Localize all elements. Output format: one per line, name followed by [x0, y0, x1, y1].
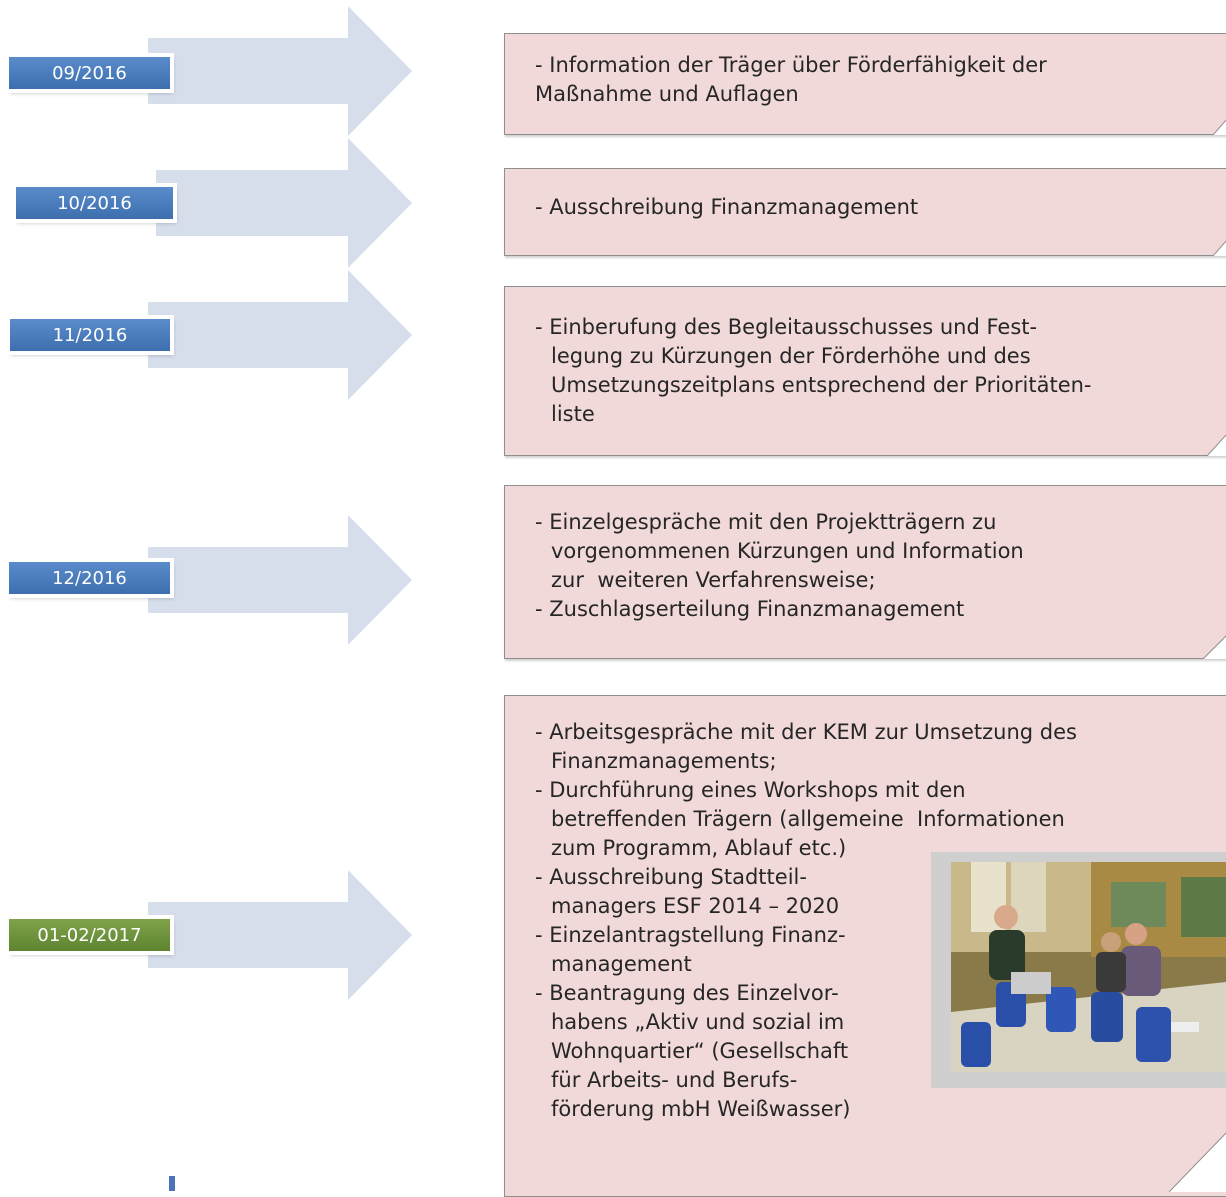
note-line: management	[551, 952, 692, 976]
note-line: förderung mbH Weißwasser)	[551, 1097, 851, 1121]
note-line: zur weiteren Verfahrensweise;	[551, 568, 876, 592]
note-line: Wohnquartier“ (Gesellschaft	[551, 1039, 849, 1063]
note-line: legung zu Kürzungen der Förderhöhe und d…	[551, 344, 1031, 368]
note-line: vorgenommenen Kürzungen und Information	[551, 539, 1024, 563]
note-text-3: - Einberufung des Begleitausschusses und…	[535, 313, 1206, 429]
arrow-4	[148, 515, 412, 645]
note-text-4: - Einzelgespräche mit den Projektträgern…	[535, 508, 1206, 624]
page-fold	[1213, 240, 1226, 256]
note-card-4: - Einzelgespräche mit den Projektträgern…	[504, 485, 1226, 659]
note-line: - Ausschreibung Stadtteil-	[535, 865, 807, 889]
note-line: für Arbeits- und Berufs-	[551, 1068, 798, 1092]
note-line: betreffenden Trägern (allgemeine Informa…	[551, 807, 1065, 831]
note-line: - Arbeitsgespräche mit der KEM zur Umset…	[535, 720, 1077, 744]
note-line: liste	[551, 402, 595, 426]
date-badge-4: 12/2016	[8, 561, 171, 595]
text-cursor-bar	[169, 1176, 175, 1191]
note-text-1: - Information der Träger über Förderfähi…	[535, 51, 1206, 109]
note-text-2: - Ausschreibung Finanzmanagement	[535, 193, 1206, 222]
note-text-5: - Arbeitsgespräche mit der KEM zur Umset…	[535, 718, 1206, 1124]
page-fold	[1213, 119, 1226, 135]
note-line: - Zuschlagserteilung Finanzmanagement	[535, 597, 965, 621]
note-line: - Ausschreibung Finanzmanagement	[535, 195, 919, 219]
note-line: managers ESF 2014 – 2020	[551, 894, 840, 918]
note-line: - Information der Träger über Förderfähi…	[535, 53, 1047, 77]
note-card-3: - Einberufung des Begleitausschusses und…	[504, 286, 1226, 456]
arrow-3	[148, 270, 412, 400]
arrow-1	[148, 6, 412, 136]
arrow-5	[148, 870, 412, 1000]
note-line: - Beantragung des Einzelvor-	[535, 981, 839, 1005]
note-card-2: - Ausschreibung Finanzmanagement	[504, 168, 1226, 256]
page-fold	[1207, 434, 1226, 456]
note-line: - Einberufung des Begleitausschusses und…	[535, 315, 1038, 339]
note-line: Maßnahme und Auflagen	[535, 82, 799, 106]
date-badge-5: 01-02/2017	[8, 918, 171, 952]
meeting-photo	[951, 862, 1226, 1072]
page-fold	[1203, 635, 1226, 659]
note-line: Umsetzungszeitplans entsprechend der Pri…	[551, 373, 1092, 397]
note-line: habens „Aktiv und sozial im	[551, 1010, 845, 1034]
note-line: - Einzelgespräche mit den Projektträgern…	[535, 510, 997, 534]
date-badge-2: 10/2016	[15, 186, 174, 220]
page-fold	[1169, 1132, 1226, 1192]
note-line: zum Programm, Ablauf etc.)	[551, 836, 847, 860]
note-line: - Durchführung eines Workshops mit den	[535, 778, 966, 802]
date-badge-3: 11/2016	[9, 318, 171, 352]
note-card-1: - Information der Träger über Förderfähi…	[504, 33, 1226, 135]
date-badge-1: 09/2016	[8, 56, 171, 90]
note-line: Finanzmanagements;	[551, 749, 777, 773]
arrow-2	[156, 138, 412, 268]
note-line: - Einzelantragstellung Finanz-	[535, 923, 846, 947]
photo-frame	[931, 852, 1226, 1088]
